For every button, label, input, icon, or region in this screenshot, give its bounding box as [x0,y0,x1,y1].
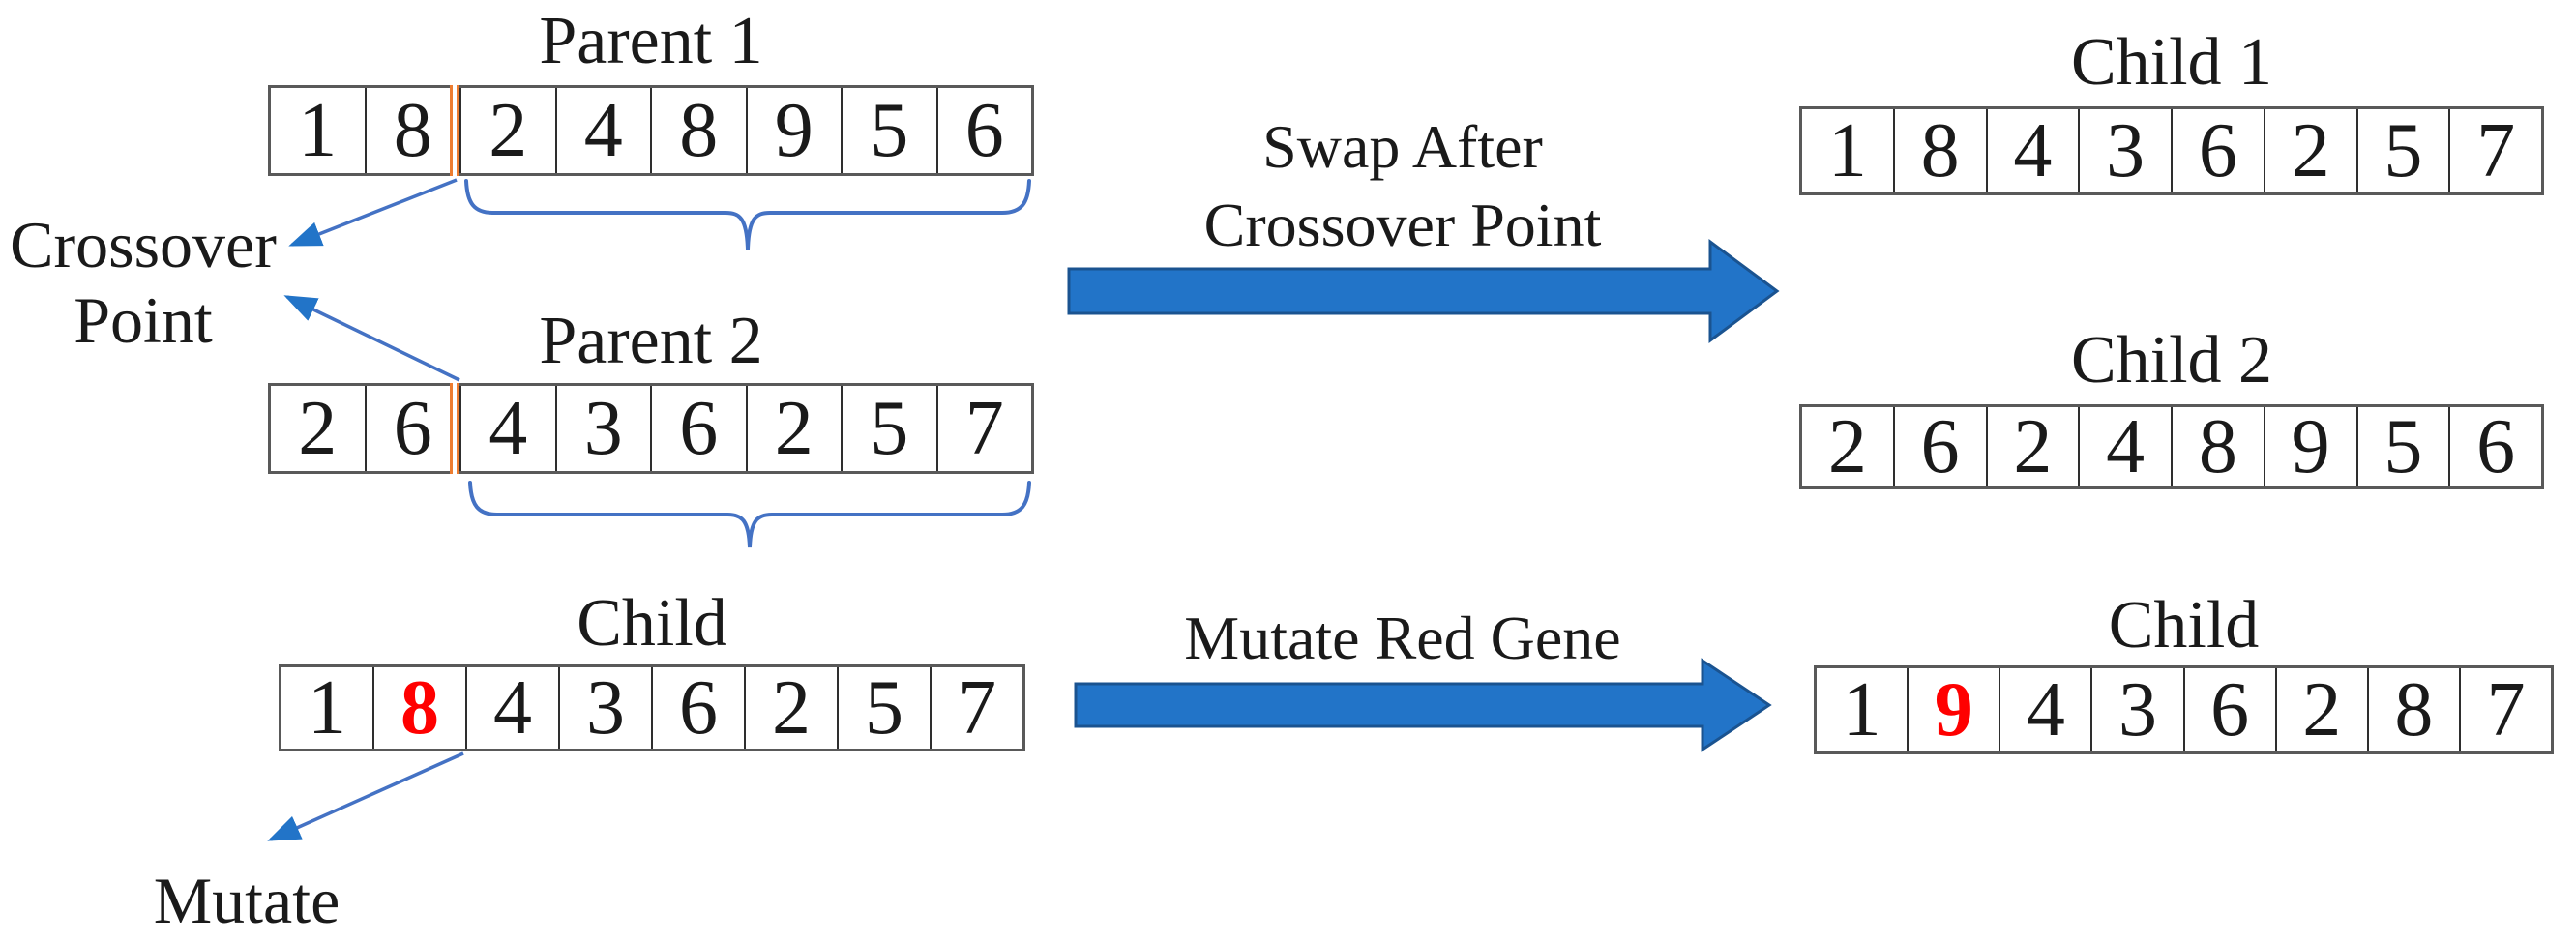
gene-cell: 6 [364,386,460,471]
gene-cell-red: 8 [372,667,465,749]
gene-cell: 8 [650,88,746,173]
mutate-label: Mutate [153,864,341,937]
gene-cell: 6 [1892,407,1986,486]
gene-cell: 9 [745,88,842,173]
gene-cell: 7 [2458,668,2551,751]
crossover-line [449,85,459,176]
gene-cell: 8 [2366,668,2459,751]
crossover-line [449,383,459,474]
gene-cell: 6 [935,88,1032,173]
crossover-point-label-line2: Point [74,283,213,358]
gene-cell: 7 [935,386,1032,471]
child-before-mutation-title: Child [577,586,727,661]
gene-cell: 1 [1842,667,1881,752]
child-after-mutation-title: Child [2108,588,2260,663]
gene-cell: 5 [837,667,930,749]
gene-cell: 3 [554,386,651,471]
mutate-arrow-caption: Mutate Red Gene [1184,604,1621,672]
gene-cell: 2 [2263,109,2356,192]
gene-cell: 3 [558,667,651,749]
gene-cell: 5 [2355,109,2449,192]
gene-cell: 7 [2448,109,2541,192]
gene-cell: 3 [2078,109,2171,192]
gene-cell: 2 [744,667,837,749]
gene-cell: 8 [1892,109,1986,192]
gene-cell: 4 [1985,109,2079,192]
gene-cell: 9 [2263,407,2356,486]
gene-cell: 2 [459,88,555,173]
gene-cell: 1 [1827,108,1867,193]
gene-cell: 4 [1999,668,2090,751]
swap-arrow-caption: Swap After Crossover Point [1103,108,1703,264]
swap-caption-line2: Crossover Point [1203,190,1602,259]
gene-cell: 3 [2090,668,2182,751]
gene-cell: 6 [2182,668,2275,751]
child2-title: Child 2 [2070,323,2273,398]
gene-cell: 4 [465,667,558,749]
crossover-point-label: Crossover Point [8,207,279,358]
child2-table: 2 6 2 4 8 9 5 6 [1799,404,2544,489]
gene-cell: 1 [298,88,338,173]
gene-cell: 4 [459,386,555,471]
parent2-title: Parent 2 [539,304,763,378]
swap-segment-brace-parent1 [464,179,1031,250]
crossover-point-label-line1: Crossover [10,208,277,281]
child-before-mutation-table: 1 8 4 3 6 2 5 7 [279,664,1025,751]
child1-table: 1 8 4 3 6 2 5 7 [1799,106,2544,195]
crossover-pointer-arrow-parent1 [288,178,458,247]
child1-title: Child 1 [2070,25,2273,100]
gene-cell: 2 [1827,404,1867,489]
gene-cell: 5 [841,386,936,471]
gene-cell: 6 [650,386,746,471]
crossover-pointer-arrow-parent2 [283,295,460,382]
gene-cell: 1 [308,665,346,751]
parent1-table: 1 8 2 4 8 9 5 6 [268,85,1034,176]
gene-cell: 2 [1985,407,2079,486]
mutate-big-arrow [1074,658,1772,752]
gene-cell: 4 [554,88,651,173]
gene-cell: 6 [2448,407,2541,486]
mutate-pointer-arrow [267,751,464,841]
swap-caption-line1: Swap After [1262,112,1543,181]
gene-cell: 2 [745,386,842,471]
gene-cell: 8 [2171,407,2264,486]
swap-segment-brace-parent2 [468,481,1031,548]
gene-cell: 6 [2171,109,2264,192]
gene-cell: 2 [298,386,338,471]
gene-cell: 4 [2078,407,2171,486]
parent2-table: 2 6 4 3 6 2 5 7 [268,383,1034,474]
gene-cell: 6 [651,667,744,749]
swap-big-arrow [1067,239,1780,343]
gene-cell: 5 [841,88,936,173]
gene-cell: 2 [2274,668,2367,751]
child-after-mutation-table: 1 9 4 3 6 2 8 7 [1814,665,2554,754]
parent1-title: Parent 1 [539,4,763,78]
gene-cell: 5 [2355,407,2449,486]
gene-cell-red: 9 [1907,668,1999,751]
gene-cell: 7 [930,667,1022,749]
gene-cell: 8 [364,88,460,173]
